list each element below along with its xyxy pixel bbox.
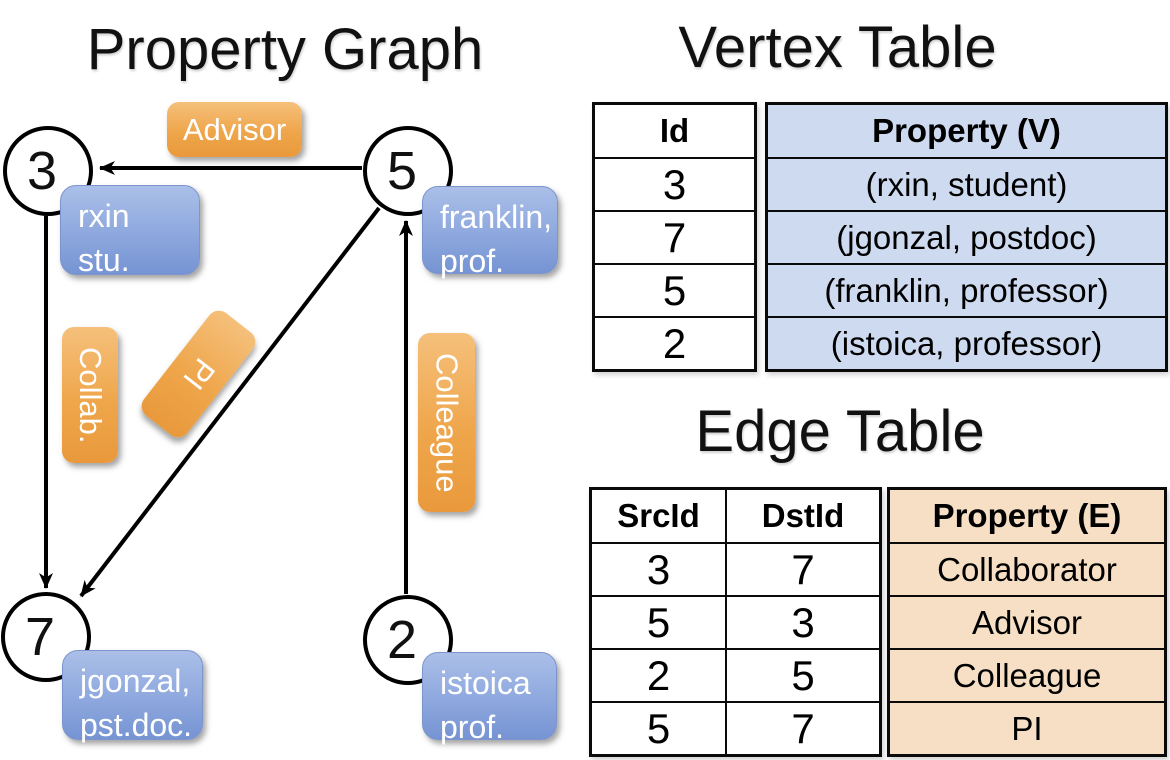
node-id-label: 3	[26, 141, 58, 201]
vertex-prop-line: stu.	[78, 242, 130, 278]
vertex-prop-box-istoica: istoica prof.	[422, 652, 557, 745]
edge-table-dst-cell: 7	[725, 544, 879, 595]
edge-table-dst-cell: 3	[725, 597, 879, 648]
vertex-prop-line: prof.	[440, 243, 505, 279]
edge-table-src-cell: 3	[646, 545, 671, 593]
vertex-table-property-cell: (franklin, professor)	[768, 263, 1165, 316]
edge-table-property-column: Property (E) Collaborator Advisor Collea…	[887, 487, 1167, 757]
vertex-table-id-cell: 7	[595, 210, 754, 263]
vertex-table-title: Vertex Table	[678, 15, 997, 80]
property-graph-title: Property Graph	[86, 17, 484, 82]
edge-table-src-cell: 2	[646, 651, 671, 699]
graph-edges	[39, 161, 413, 598]
node-id-label: 2	[386, 610, 418, 670]
vertex-table-property-cell: (istoica, professor)	[768, 316, 1165, 369]
vertex-table-id-cell: 5	[595, 263, 754, 316]
edge-table-src-cell: 5	[646, 704, 671, 752]
edge-table-title: Edge Table	[695, 399, 985, 464]
vertex-table-id-cell: 3	[595, 157, 754, 210]
edge-table-src-cell: 5	[646, 598, 671, 646]
vertex-prop-box-jgonzal: jgonzal, pst.doc.	[62, 650, 203, 743]
vertex-prop-line: rxin	[78, 198, 130, 234]
vertex-table-property-cell: (rxin, student)	[768, 157, 1165, 210]
vertex-prop-line: pst.doc.	[80, 707, 193, 743]
node-id-label: 5	[386, 141, 418, 201]
vertex-table-property-column: Property (V) (rxin, student) (jgonzal, p…	[765, 102, 1168, 372]
edge-table-property-cell: Advisor	[890, 595, 1164, 648]
vertex-prop-box-franklin: franklin, prof.	[422, 186, 558, 279]
vertex-table-header-id: Id	[659, 112, 690, 149]
edge-table-dst-cell: 7	[725, 703, 879, 754]
edge-table-header-srcid: SrcId	[617, 497, 700, 534]
edge-label-colleague: Colleague	[418, 333, 475, 512]
edge-table-header-property: Property (E)	[890, 490, 1164, 542]
vertex-prop-line: istoica	[440, 665, 531, 701]
edge-table-property-cell: Colleague	[890, 648, 1164, 701]
vertex-table-id-column: Id 3 7 5 2	[592, 102, 757, 372]
edge-label-advisor: Advisor	[167, 102, 302, 157]
edge-label-collab: Collab.	[62, 327, 118, 463]
edge-table-property-cell: Collaborator	[890, 542, 1164, 595]
edge-table-property-cell: PI	[890, 701, 1164, 754]
edge-table-dst-cell: 5	[725, 650, 879, 701]
node-id-label: 7	[24, 607, 56, 667]
vertex-table-id-cell: 2	[595, 316, 754, 369]
vertex-table-property-cell: (jgonzal, postdoc)	[768, 210, 1165, 263]
vertex-prop-line: franklin,	[440, 199, 553, 235]
vertex-prop-box-rxin: rxin stu.	[60, 185, 200, 278]
graph-node-2: 2	[363, 595, 453, 685]
edge-table-header-dstid: DstId	[725, 490, 879, 542]
vertex-prop-line: jgonzal,	[80, 663, 191, 699]
edge-table-id-columns: SrcId DstId 3 7 5 3 2 5 5 7	[589, 487, 882, 757]
vertex-prop-line: prof.	[440, 709, 505, 745]
edge-arrow-5-to-7	[79, 206, 381, 598]
vertex-table-header-property: Property (V)	[768, 105, 1165, 157]
